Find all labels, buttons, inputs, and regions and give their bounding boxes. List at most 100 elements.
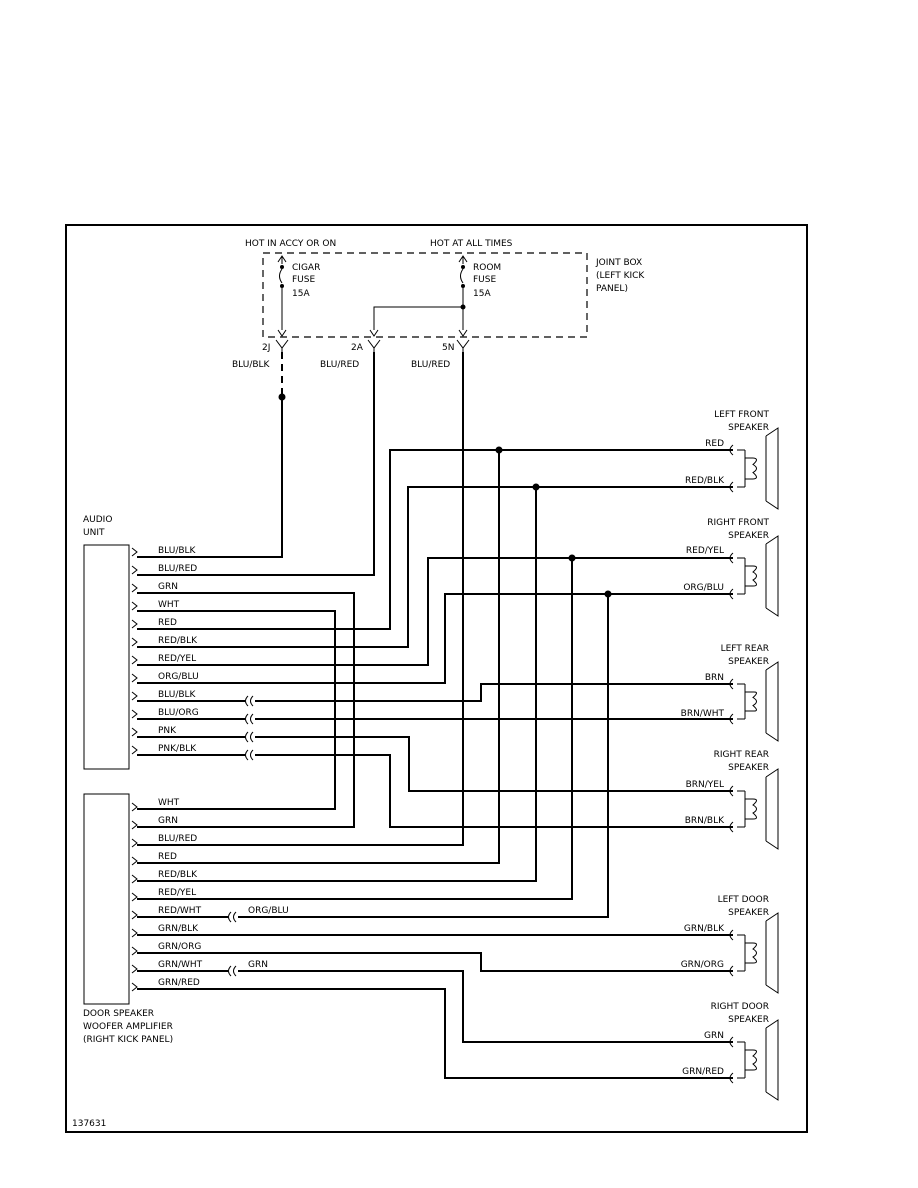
joint-box-outline bbox=[262, 252, 588, 338]
speaker-lead bbox=[737, 557, 745, 595]
speaker-terminal bbox=[729, 552, 734, 564]
speaker-wire-label: ORG/BLU bbox=[683, 583, 724, 593]
room-fuse-label-1: ROOM bbox=[473, 263, 501, 273]
amplifier-title-3: (RIGHT KICK PANEL) bbox=[83, 1035, 173, 1045]
hot-at-all-times-label: HOT AT ALL TIMES bbox=[430, 239, 513, 249]
speaker-wire-label: BRN/YEL bbox=[686, 780, 724, 790]
room-fuse-icon bbox=[460, 268, 464, 284]
au-pin-label: BLU/BLK bbox=[158, 546, 197, 556]
speaker-coil bbox=[752, 798, 757, 820]
pin-chevron bbox=[131, 910, 138, 920]
room-fuse-label-2: FUSE bbox=[473, 275, 496, 285]
wire-wht bbox=[137, 610, 336, 810]
au-pin-label: PNK bbox=[158, 726, 177, 736]
amp-ext-label-orgblu: ORG/BLU bbox=[248, 906, 289, 916]
speaker-lead bbox=[744, 684, 753, 719]
speaker-terminal bbox=[729, 785, 734, 797]
connector-5n-id: 5N bbox=[442, 343, 454, 353]
speaker-coil bbox=[752, 691, 757, 712]
wire-grn-org bbox=[137, 952, 733, 972]
speaker-terminal bbox=[729, 821, 734, 833]
speaker-name: RIGHT REAR bbox=[714, 750, 769, 760]
wire-blu-red-amp bbox=[137, 352, 464, 846]
joint-box-label-3: PANEL) bbox=[596, 284, 628, 294]
speaker-wire-label: GRN/BLK bbox=[684, 924, 725, 934]
pin-chevron bbox=[131, 745, 138, 755]
speaker-coil bbox=[752, 565, 757, 587]
amp-pin-label: RED bbox=[158, 852, 177, 862]
amp-pin-label: RED/BLK bbox=[158, 870, 198, 880]
wire-red-yel bbox=[137, 557, 733, 666]
speaker-wire-label: RED/BLK bbox=[685, 476, 725, 486]
connector-5n bbox=[456, 339, 470, 352]
speaker-wire-label: RED/YEL bbox=[686, 546, 724, 556]
amp-pin-label: GRN/RED bbox=[158, 978, 200, 988]
wire-grn-red bbox=[137, 988, 733, 1079]
amp-pin-label: GRN/ORG bbox=[158, 942, 201, 952]
connector-2a-id: 2A bbox=[351, 343, 364, 353]
speaker-wire-label: BRN/BLK bbox=[685, 816, 725, 826]
pin-chevron bbox=[131, 964, 138, 974]
amplifier-box bbox=[83, 793, 130, 1005]
pin-chevron bbox=[131, 691, 138, 701]
wire-red-blk-amp bbox=[137, 487, 537, 882]
pin-chevron bbox=[131, 874, 138, 884]
pin-chevron bbox=[131, 637, 138, 647]
au-pin-label: GRN bbox=[158, 582, 178, 592]
speaker-cone bbox=[765, 661, 779, 742]
speaker-cone bbox=[765, 912, 779, 994]
speaker-wire-label: BRN bbox=[705, 673, 724, 683]
speaker-name: SPEAKER bbox=[728, 531, 769, 541]
wire-red-amp bbox=[137, 450, 500, 864]
amp-pin-label: RED/YEL bbox=[158, 888, 196, 898]
pin-chevron bbox=[131, 928, 138, 938]
inline-connector bbox=[245, 749, 254, 761]
inline-connector bbox=[245, 695, 254, 707]
speaker-cone bbox=[765, 1019, 779, 1101]
speaker-terminal bbox=[729, 444, 734, 456]
room-fuse-label-3: 15A bbox=[473, 289, 491, 299]
pin-chevron bbox=[131, 655, 138, 665]
speaker-lead bbox=[744, 935, 753, 971]
speaker-lead bbox=[737, 1041, 745, 1079]
amp-pin-label: WHT bbox=[158, 798, 180, 808]
speaker-lead bbox=[737, 934, 745, 972]
connector-5n-wire: BLU/RED bbox=[411, 360, 450, 370]
inline-connector bbox=[245, 731, 254, 743]
audio-unit-title-2: UNIT bbox=[83, 528, 105, 538]
wire-brn-yel bbox=[255, 736, 733, 792]
wire-org-blu bbox=[137, 593, 733, 684]
pin-chevron bbox=[131, 601, 138, 611]
wire-blu-red bbox=[137, 352, 375, 576]
au-pin-label: RED/BLK bbox=[158, 636, 198, 646]
speaker-name: SPEAKER bbox=[728, 657, 769, 667]
pin-chevron bbox=[131, 892, 138, 902]
audio-unit-title-1: AUDIO bbox=[83, 515, 112, 525]
speaker-terminal bbox=[729, 965, 734, 977]
connector-2a bbox=[367, 339, 381, 352]
speaker-coil bbox=[752, 942, 757, 964]
pin-chevron bbox=[131, 583, 138, 593]
connector-2j-id: 2J bbox=[262, 343, 270, 353]
inline-connector bbox=[245, 713, 254, 725]
amp-pin-label: RED/WHT bbox=[158, 906, 202, 916]
cigar-fuse-label-2: FUSE bbox=[292, 275, 315, 285]
speaker-name: LEFT REAR bbox=[721, 644, 769, 654]
speaker-terminal bbox=[729, 929, 734, 941]
speaker-wire-label: RED bbox=[705, 439, 724, 449]
au-pin-label: PNK/BLK bbox=[158, 744, 197, 754]
pin-chevron bbox=[131, 982, 138, 992]
speaker-lead bbox=[744, 791, 753, 827]
figure-id: 137631 bbox=[72, 1119, 106, 1129]
joint-box-label-1: JOINT BOX bbox=[595, 258, 642, 268]
connector-2a-wire: BLU/RED bbox=[320, 360, 359, 370]
speaker-name: LEFT FRONT bbox=[714, 410, 769, 420]
au-pin-label: RED/YEL bbox=[158, 654, 196, 664]
speaker-terminal bbox=[729, 678, 734, 690]
speaker-wire-label: BRN/WHT bbox=[681, 709, 725, 719]
wire-brn-blk bbox=[255, 754, 733, 828]
connector-2j bbox=[275, 339, 289, 352]
wire-red-blk bbox=[137, 486, 733, 648]
amp-pin-label: BLU/RED bbox=[158, 834, 197, 844]
speaker-lead bbox=[744, 1042, 753, 1078]
